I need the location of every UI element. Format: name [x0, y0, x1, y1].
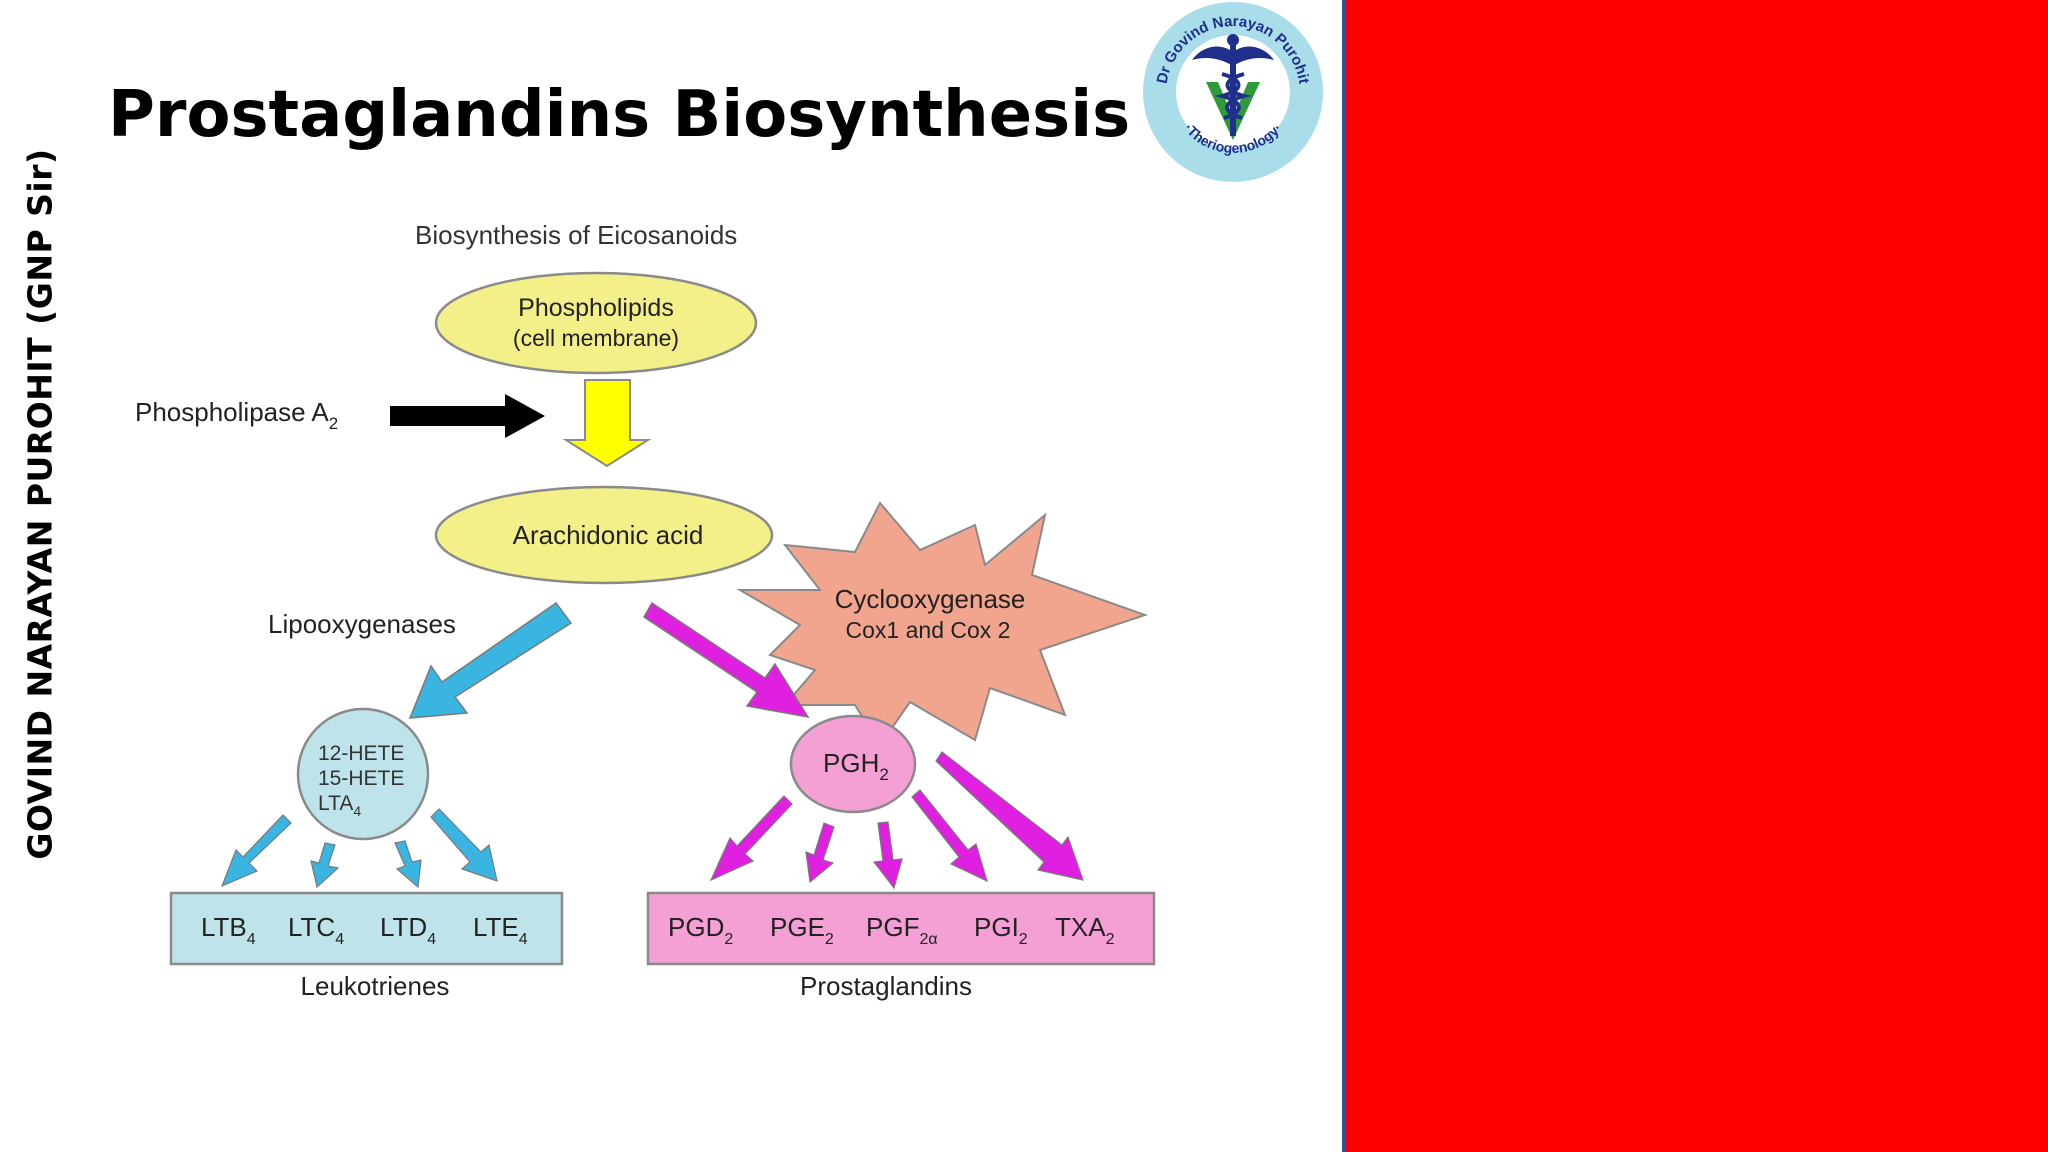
- leukotriene-item-3: LTE4: [473, 912, 528, 948]
- lta4-label: LTA4: [318, 792, 361, 819]
- phospholipids-sublabel: (cell membrane): [513, 325, 679, 351]
- prostaglandin-item-1: PGE2: [770, 912, 834, 948]
- caduceus-icon: [1192, 34, 1274, 140]
- leukotrienes-box: [169, 891, 564, 966]
- prostaglandin-item-3: PGI2: [974, 912, 1028, 948]
- arrow-to-lte4: [430, 808, 498, 882]
- prostaglandin-item-4: TXA2: [1055, 912, 1115, 948]
- leukotriene-item-0: LTB4: [201, 912, 256, 948]
- hete-node: [296, 707, 430, 841]
- diagram-heading: Biosynthesis of Eicosanoids: [415, 220, 737, 250]
- arrow-to-ltb4: [220, 814, 292, 888]
- leukotriene-item-1: LTC4: [288, 912, 344, 948]
- lipooxygenase-arrow: [408, 601, 573, 719]
- hete-12-label: 12-HETE: [318, 742, 404, 765]
- leukotriene-item-2: LTD4: [380, 912, 436, 948]
- arrow-to-pgf2a: [872, 821, 903, 890]
- yellow-down-arrow: [562, 379, 652, 468]
- logo: Dr Govind Narayan Purohit ·Theriogenolog…: [1143, 2, 1323, 182]
- eicosanoid-diagram: Biosynthesis of Eicosanoids Phospholipid…: [135, 220, 1156, 1001]
- prostaglandin-item-2: PGF2α: [866, 912, 938, 948]
- arrow-to-pgd2: [709, 795, 793, 882]
- leukotrienes-label: Leukotrienes: [301, 971, 450, 1001]
- phospholipase-arrow: [390, 394, 545, 438]
- cyclooxygenase-arrow: [643, 601, 810, 719]
- phospholipids-node: [434, 271, 758, 375]
- cyclooxygenase-label: Cyclooxygenase: [835, 584, 1026, 614]
- slide-title: Prostaglandins Biosynthesis: [108, 78, 1131, 152]
- prostaglandins-label: Prostaglandins: [800, 971, 972, 1001]
- prostaglandin-items: PGD2 PGE2 PGF2α PGI2 TXA2: [668, 912, 1115, 948]
- arachidonic-acid-label: Arachidonic acid: [513, 520, 704, 550]
- phospholipase-label: Phospholipase A2: [135, 397, 338, 433]
- lipooxygenases-label: Lipooxygenases: [268, 609, 456, 639]
- prostaglandin-arrows: [709, 751, 1084, 890]
- arrow-to-pge2: [805, 822, 835, 884]
- leukotriene-arrows: [220, 808, 498, 889]
- pgh2-node: [789, 714, 917, 814]
- prostaglandins-box: [646, 891, 1156, 966]
- arrow-to-ltc4: [310, 842, 340, 889]
- arrow-to-ltd4: [394, 840, 422, 889]
- arachidonic-acid-node: [434, 485, 774, 585]
- cyclooxygenase-burst: [736, 501, 1149, 747]
- cox-label: Cox1 and Cox 2: [846, 617, 1011, 643]
- red-panel: [1342, 0, 2048, 1152]
- pgh2-label: PGH2: [823, 748, 889, 784]
- arrow-to-pgi2: [911, 789, 988, 883]
- leukotriene-items: LTB4 LTC4 LTD4 LTE4: [201, 912, 528, 948]
- phospholipids-label: Phospholipids: [518, 294, 674, 322]
- hete-15-label: 15-HETE: [318, 767, 404, 790]
- arrow-to-txa2: [935, 751, 1084, 881]
- prostaglandin-item-0: PGD2: [668, 912, 733, 948]
